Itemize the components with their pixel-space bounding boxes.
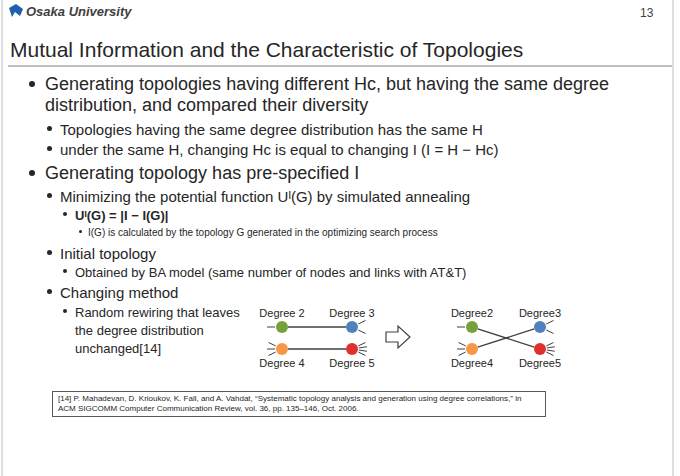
network-node: Degree 4	[276, 343, 288, 355]
degree-label: Degree 2	[259, 307, 304, 319]
link-stub	[359, 347, 367, 348]
link-stub	[546, 342, 553, 345]
degree-label: Degree2	[451, 307, 493, 319]
link-stub	[358, 342, 365, 345]
network-node: Degree2	[466, 321, 478, 333]
link-stub	[267, 327, 275, 328]
link-stub	[547, 350, 555, 351]
bullet-text: Random rewiring that leaves the degree d…	[75, 304, 243, 358]
link-stub	[547, 347, 555, 348]
bullet-text: Obtained by BA model (same number of nod…	[75, 264, 655, 281]
network-node: Degree3	[534, 321, 546, 333]
reference-text: [14] P. Mahadevan, D. Krioukov, K. Fall,…	[58, 394, 540, 414]
link-stub	[458, 352, 465, 355]
bullet-text: I(G) is calculated by the topology G gen…	[88, 226, 658, 239]
network-node: Degree 2	[276, 321, 288, 333]
network-node: Degree 5	[346, 343, 358, 355]
degree-label: Degree 5	[329, 357, 374, 369]
slide-edge	[673, 0, 674, 476]
degree-label: Degree 3	[329, 307, 374, 319]
institution-name: Osaka University	[26, 4, 226, 20]
bullet-text: Generating topology has pre-specified I	[45, 163, 665, 184]
title-rule	[8, 66, 672, 67]
degree-label: Degree3	[519, 307, 561, 319]
link-stub	[358, 330, 365, 333]
transform-arrow	[386, 326, 410, 348]
bullet-text: under the same H, changing Hc is equal t…	[60, 140, 660, 159]
link-line	[288, 327, 346, 328]
degree-label: Degree4	[451, 357, 493, 369]
slide-edge	[2, 0, 3, 476]
link-line	[478, 329, 535, 347]
link-line	[478, 329, 535, 347]
bullet-text: Generating topologies having different H…	[45, 74, 665, 116]
bullet-text: Initial topology	[60, 244, 660, 263]
reference-box: [14] P. Mahadevan, D. Krioukov, K. Fall,…	[52, 391, 546, 417]
link-stub	[268, 342, 275, 345]
link-stub	[458, 342, 465, 345]
slide-title: Mutual Information and the Characteristi…	[10, 38, 523, 62]
bullet-text: Changing method	[60, 283, 660, 302]
link-stub	[457, 349, 465, 350]
degree-label: Degree5	[519, 357, 561, 369]
network-node: Degree4	[466, 343, 478, 355]
link-stub	[359, 350, 367, 351]
network-node: Degree 3	[346, 321, 358, 333]
university-logo	[9, 4, 23, 17]
degree-label: Degree 4	[259, 357, 304, 369]
link-stub	[358, 320, 365, 323]
link-stub	[546, 330, 553, 333]
link-stub	[267, 349, 275, 350]
link-stub	[546, 320, 553, 323]
link-stub	[457, 327, 465, 328]
network-node: Degree5	[534, 343, 546, 355]
bullet-text: Uᴵ(G) = |I − I(G)|	[75, 207, 655, 224]
link-stub	[268, 352, 275, 355]
link-stub	[546, 352, 553, 355]
link-line	[288, 349, 346, 350]
bullet-text: Minimizing the potential function Uᴵ(G) …	[60, 187, 660, 206]
link-stub	[358, 352, 365, 355]
bullet-text: Topologies having the same degree distri…	[60, 120, 660, 139]
slide-number: 13	[640, 5, 670, 21]
